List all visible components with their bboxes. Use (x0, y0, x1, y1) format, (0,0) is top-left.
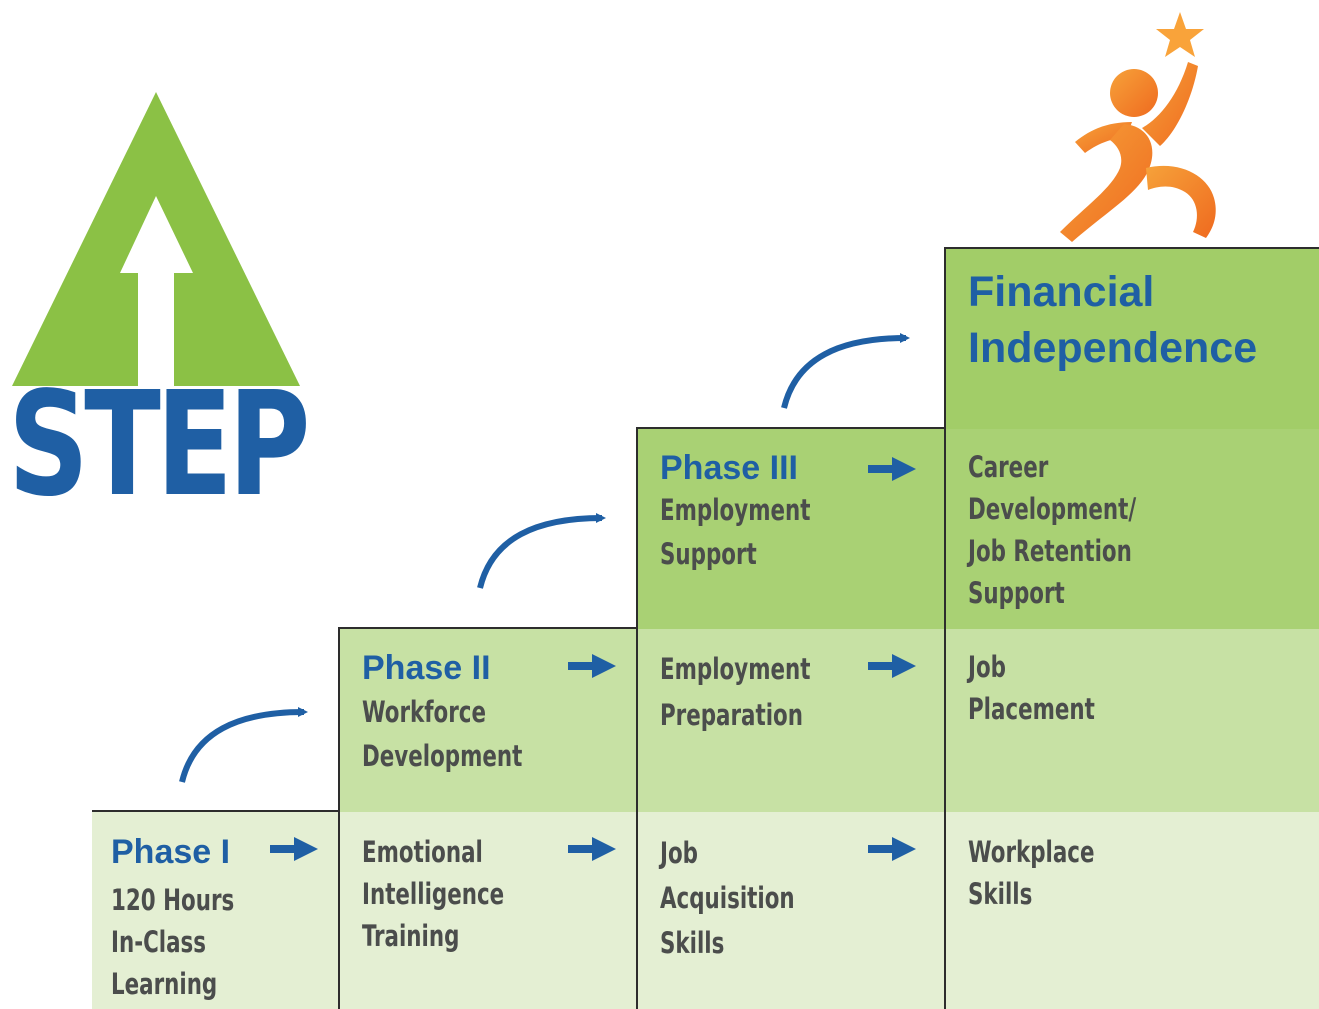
cell-phase2 (338, 627, 638, 812)
phase1-title: Phase I (111, 833, 231, 871)
phase1-body: 120 Hours In-Class Learning (111, 883, 235, 1001)
right-arrow-icon (568, 654, 616, 678)
right-arrow-icon (568, 837, 616, 861)
phase2-title: Phase II (362, 649, 491, 687)
curved-arrow-icon (179, 707, 308, 783)
step-job-placement: Job Placement (968, 650, 1095, 726)
phase3-body: Employment Support (660, 493, 811, 571)
reaching-person-icon (1060, 62, 1216, 242)
curved-arrow-icon (781, 333, 910, 409)
right-arrow-icon (868, 837, 916, 861)
cell-emotional (338, 810, 638, 1009)
step-career: Career Development/ Job Retention Suppor… (968, 450, 1137, 610)
goal-title: Financial Independence (968, 268, 1258, 372)
step-workplace: Workplace Skills (968, 835, 1095, 911)
step-employment-prep: Employment Preparation (660, 652, 811, 732)
phase2-body: Workforce Development (362, 695, 523, 773)
step-emotional: Emotional Intelligence Training (362, 835, 505, 953)
cell-workplace (944, 810, 1319, 1009)
curved-arrow-icon (477, 513, 606, 589)
star-icon (1156, 12, 1204, 57)
cell-career (944, 427, 1319, 629)
up-arrow-triangle-icon (12, 92, 300, 386)
cell-financial-independence (944, 247, 1319, 429)
phase3-title: Phase III (660, 449, 798, 487)
right-arrow-icon (868, 457, 916, 481)
right-arrow-icon (868, 654, 916, 678)
step-job-acquisition: Job Acquisition Skills (660, 836, 795, 960)
right-arrow-icon (270, 837, 318, 861)
